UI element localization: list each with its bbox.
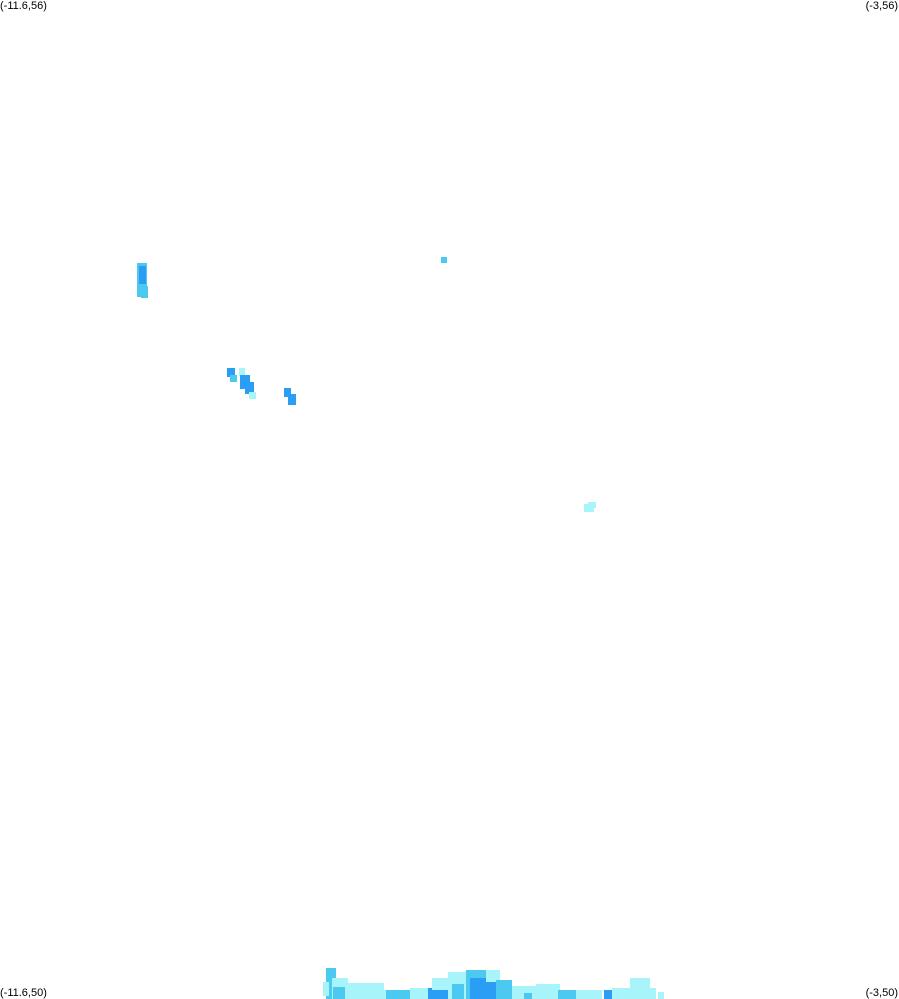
north-patches xyxy=(137,257,596,512)
patch xyxy=(326,968,336,999)
patch xyxy=(612,988,632,999)
patch xyxy=(576,990,602,999)
patch xyxy=(452,984,464,999)
patch xyxy=(323,982,329,996)
patch xyxy=(496,980,512,999)
patch xyxy=(558,990,576,999)
patch xyxy=(630,978,650,999)
patch xyxy=(348,983,384,999)
patch xyxy=(441,257,447,263)
patch xyxy=(536,984,560,999)
patch xyxy=(658,992,664,999)
patch xyxy=(410,988,428,999)
patch xyxy=(428,988,452,999)
patch xyxy=(588,502,596,508)
patch xyxy=(486,970,500,982)
patch xyxy=(432,978,448,990)
patch xyxy=(646,988,656,999)
patch xyxy=(227,368,235,377)
patch xyxy=(249,392,256,399)
corner-coordinate-bottom-right: (-3,50) xyxy=(865,987,898,999)
patch xyxy=(470,978,498,999)
patch xyxy=(230,375,237,382)
patch xyxy=(245,382,254,394)
patch xyxy=(604,990,612,999)
patch xyxy=(376,990,386,999)
patch xyxy=(333,987,345,999)
patch xyxy=(288,394,296,405)
patch xyxy=(524,993,532,999)
corner-coordinate-top-right: (-3,56) xyxy=(865,0,898,12)
patch xyxy=(239,368,245,376)
corner-coordinate-bottom-left: (-11.6,50) xyxy=(0,987,47,999)
patch xyxy=(284,388,291,397)
corner-coordinate-top-left: (-11.6,56) xyxy=(0,0,47,12)
patch xyxy=(139,266,146,284)
patch xyxy=(141,286,148,298)
patch xyxy=(386,990,410,999)
south-band xyxy=(322,968,664,999)
